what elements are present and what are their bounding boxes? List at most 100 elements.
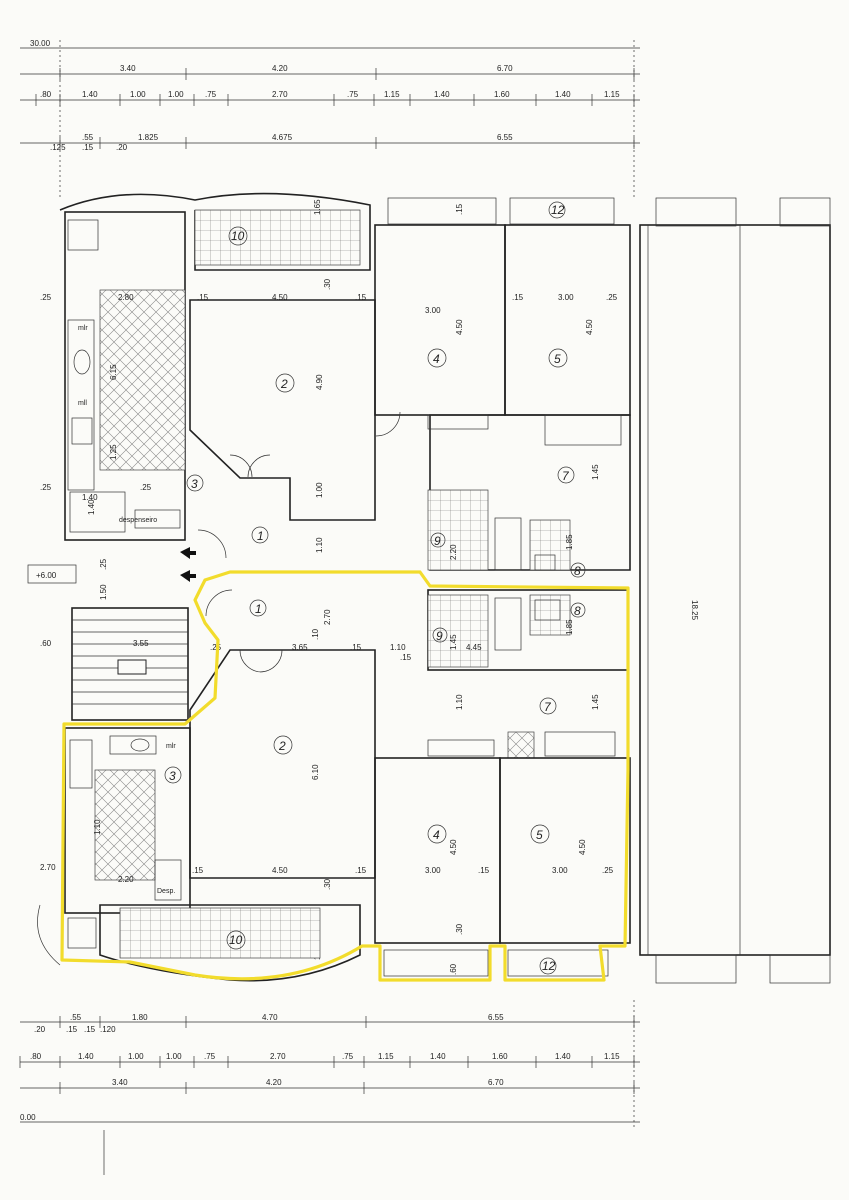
highlighted-unit-outline bbox=[60, 570, 630, 982]
dim-lower-450b: 4.50 bbox=[449, 839, 458, 855]
room-12-upper: 12 bbox=[551, 203, 565, 217]
label-mlr-lower: mlr bbox=[166, 743, 176, 750]
dim-lower-445: 4.45 bbox=[466, 643, 482, 652]
arrow-icon-entry-1 bbox=[180, 547, 196, 559]
dim-bot-r1-4: .120 bbox=[100, 1025, 116, 1034]
dim-lower-220b: 2.20 bbox=[118, 875, 134, 884]
dim-bot-r2-7: 1.15 bbox=[378, 1052, 394, 1061]
dim-top-r2-1: 1.40 bbox=[82, 90, 98, 99]
stairwell: 3.55 .60 1.50 .25 bbox=[40, 558, 189, 721]
room-5-upper: 5 bbox=[554, 352, 561, 366]
dim-bot-r2-1: 1.40 bbox=[78, 1052, 94, 1061]
dim-upper-125: 1.25 bbox=[109, 444, 118, 460]
dim-upper-450b: 4.50 bbox=[455, 319, 464, 335]
dim-top-r2-0: .80 bbox=[40, 90, 52, 99]
room-3-lower: 3 bbox=[169, 769, 176, 783]
dim-top-r2-7: 1.15 bbox=[384, 90, 400, 99]
room-9-lower: 9 bbox=[436, 629, 443, 643]
dim-bot-r2-0: .80 bbox=[30, 1052, 42, 1061]
dim-bot-r1-5: 1.80 bbox=[132, 1013, 148, 1022]
dim-top-r3-6: 6.55 bbox=[497, 133, 513, 142]
dim-stair-150: 1.50 bbox=[99, 584, 108, 600]
dim-bot-r1-0: .20 bbox=[34, 1025, 46, 1034]
dim-bot-r3-2: 6.70 bbox=[488, 1078, 504, 1087]
dim-lower-220: 1.10 bbox=[93, 819, 102, 835]
dim-top-r3-0: .125 bbox=[50, 143, 66, 152]
dim-top-r2-9: 1.60 bbox=[494, 90, 510, 99]
dim-top-r3-1: .55 bbox=[82, 133, 94, 142]
dim-upper-25a: .25 bbox=[40, 483, 52, 492]
dim-bot-r3-0: 3.40 bbox=[112, 1078, 128, 1087]
dim-top-r1-2: 6.70 bbox=[497, 64, 513, 73]
dim-bot-r2-8: 1.40 bbox=[430, 1052, 446, 1061]
adjacent-building: 18.25 bbox=[639, 197, 831, 984]
dim-top-r2-5: 2.70 bbox=[272, 90, 288, 99]
dim-upper-15c: .15 bbox=[512, 293, 524, 302]
dim-height-right: 18.25 bbox=[690, 600, 699, 621]
room-4-upper: 4 bbox=[433, 352, 440, 366]
dim-top-r2-11: 1.15 bbox=[604, 90, 620, 99]
dim-lower-15c: .15 bbox=[355, 866, 367, 875]
dim-upper-25d: .25 bbox=[606, 293, 618, 302]
dim-upper-615: 6.15 bbox=[109, 364, 118, 380]
dim-top-r2-10: 1.40 bbox=[555, 90, 571, 99]
dim-top-r2-8: 1.40 bbox=[434, 90, 450, 99]
lower-apartment: mlr 3 1.10 Desp. 2.70 2.20 2 3.65 .25 .1… bbox=[37, 589, 631, 982]
dim-lower-300a: 3.00 bbox=[425, 866, 441, 875]
dim-lower-15a: .15 bbox=[350, 643, 362, 652]
room-5-lower: 5 bbox=[536, 828, 543, 842]
dim-top-r2-4: .75 bbox=[205, 90, 217, 99]
dim-top-r1-0: 3.40 bbox=[120, 64, 136, 73]
dim-top-r2-3: 1.00 bbox=[168, 90, 184, 99]
bottom-dimension-lines: .20 .55 .15 .15 .120 1.80 4.70 6.55 .80 … bbox=[19, 1013, 640, 1123]
dim-bot-r2-10: 1.40 bbox=[555, 1052, 571, 1061]
dim-stair-355: 3.55 bbox=[133, 639, 149, 648]
room-10-lower: 10 bbox=[229, 933, 243, 947]
dim-bot-r1-3: .15 bbox=[84, 1025, 96, 1034]
room-2-upper: 2 bbox=[280, 377, 288, 391]
dim-overall-top: 30.00 bbox=[30, 39, 51, 48]
dim-top-r2-6: .75 bbox=[347, 90, 359, 99]
dim-lower-450: 4.50 bbox=[272, 866, 288, 875]
dim-top-r1-1: 4.20 bbox=[272, 64, 288, 73]
room-8-upper: 8 bbox=[574, 564, 581, 578]
dim-bot-r2-5: 2.70 bbox=[270, 1052, 286, 1061]
room-3-upper: 3 bbox=[191, 477, 198, 491]
dim-bot-r2-4: .75 bbox=[204, 1052, 216, 1061]
dim-bot-r2-11: 1.15 bbox=[604, 1052, 620, 1061]
room-7-lower: 7 bbox=[544, 700, 552, 714]
dim-upper-185: 1.85 bbox=[565, 534, 574, 550]
dim-upper-220: 2.20 bbox=[449, 544, 458, 560]
dim-upper-15b: .15 bbox=[355, 293, 367, 302]
dim-lower-110b: 1.10 bbox=[455, 694, 464, 710]
dim-lower-145: 1.45 bbox=[591, 694, 600, 710]
room-9-upper: 9 bbox=[434, 534, 441, 548]
dim-top-r3-2: .15 bbox=[82, 143, 94, 152]
room-2-lower: 2 bbox=[278, 739, 286, 753]
dim-bot-r2-6: .75 bbox=[342, 1052, 354, 1061]
dim-upper-450: 4.50 bbox=[272, 293, 288, 302]
dim-upper-490: 4.90 bbox=[315, 374, 324, 390]
dim-upper-110: 1.10 bbox=[315, 537, 324, 553]
dim-upper-100: 1.00 bbox=[315, 482, 324, 498]
arrow-icon-entry-2 bbox=[180, 570, 196, 582]
room-12-lower: 12 bbox=[542, 959, 556, 973]
dim-upper-25c: .25 bbox=[40, 293, 52, 302]
dim-bot-r1-1: .55 bbox=[70, 1013, 82, 1022]
dim-upper-165: 1.65 bbox=[313, 199, 322, 215]
room-7-upper: 7 bbox=[562, 469, 570, 483]
dim-upper-60a: .15 bbox=[455, 203, 464, 215]
room-8-lower: 8 bbox=[574, 604, 581, 618]
dim-upper-140a: 1.40 bbox=[82, 493, 98, 502]
dim-stair-25b: .25 bbox=[99, 558, 108, 570]
dim-lower-610: 6.10 bbox=[311, 764, 320, 780]
dim-upper-300b: 3.00 bbox=[558, 293, 574, 302]
dim-top-r3-3: .20 bbox=[116, 143, 128, 152]
room-1-lower: 1 bbox=[255, 602, 262, 616]
dim-lower-15d: .15 bbox=[400, 653, 412, 662]
upper-apartment: 10 mlr mll 3 1.40 .25 .25 1.40 6.15 1.25… bbox=[40, 192, 631, 578]
dim-bot-r1-2: .15 bbox=[66, 1025, 78, 1034]
dim-lower-270: 2.70 bbox=[323, 609, 332, 625]
